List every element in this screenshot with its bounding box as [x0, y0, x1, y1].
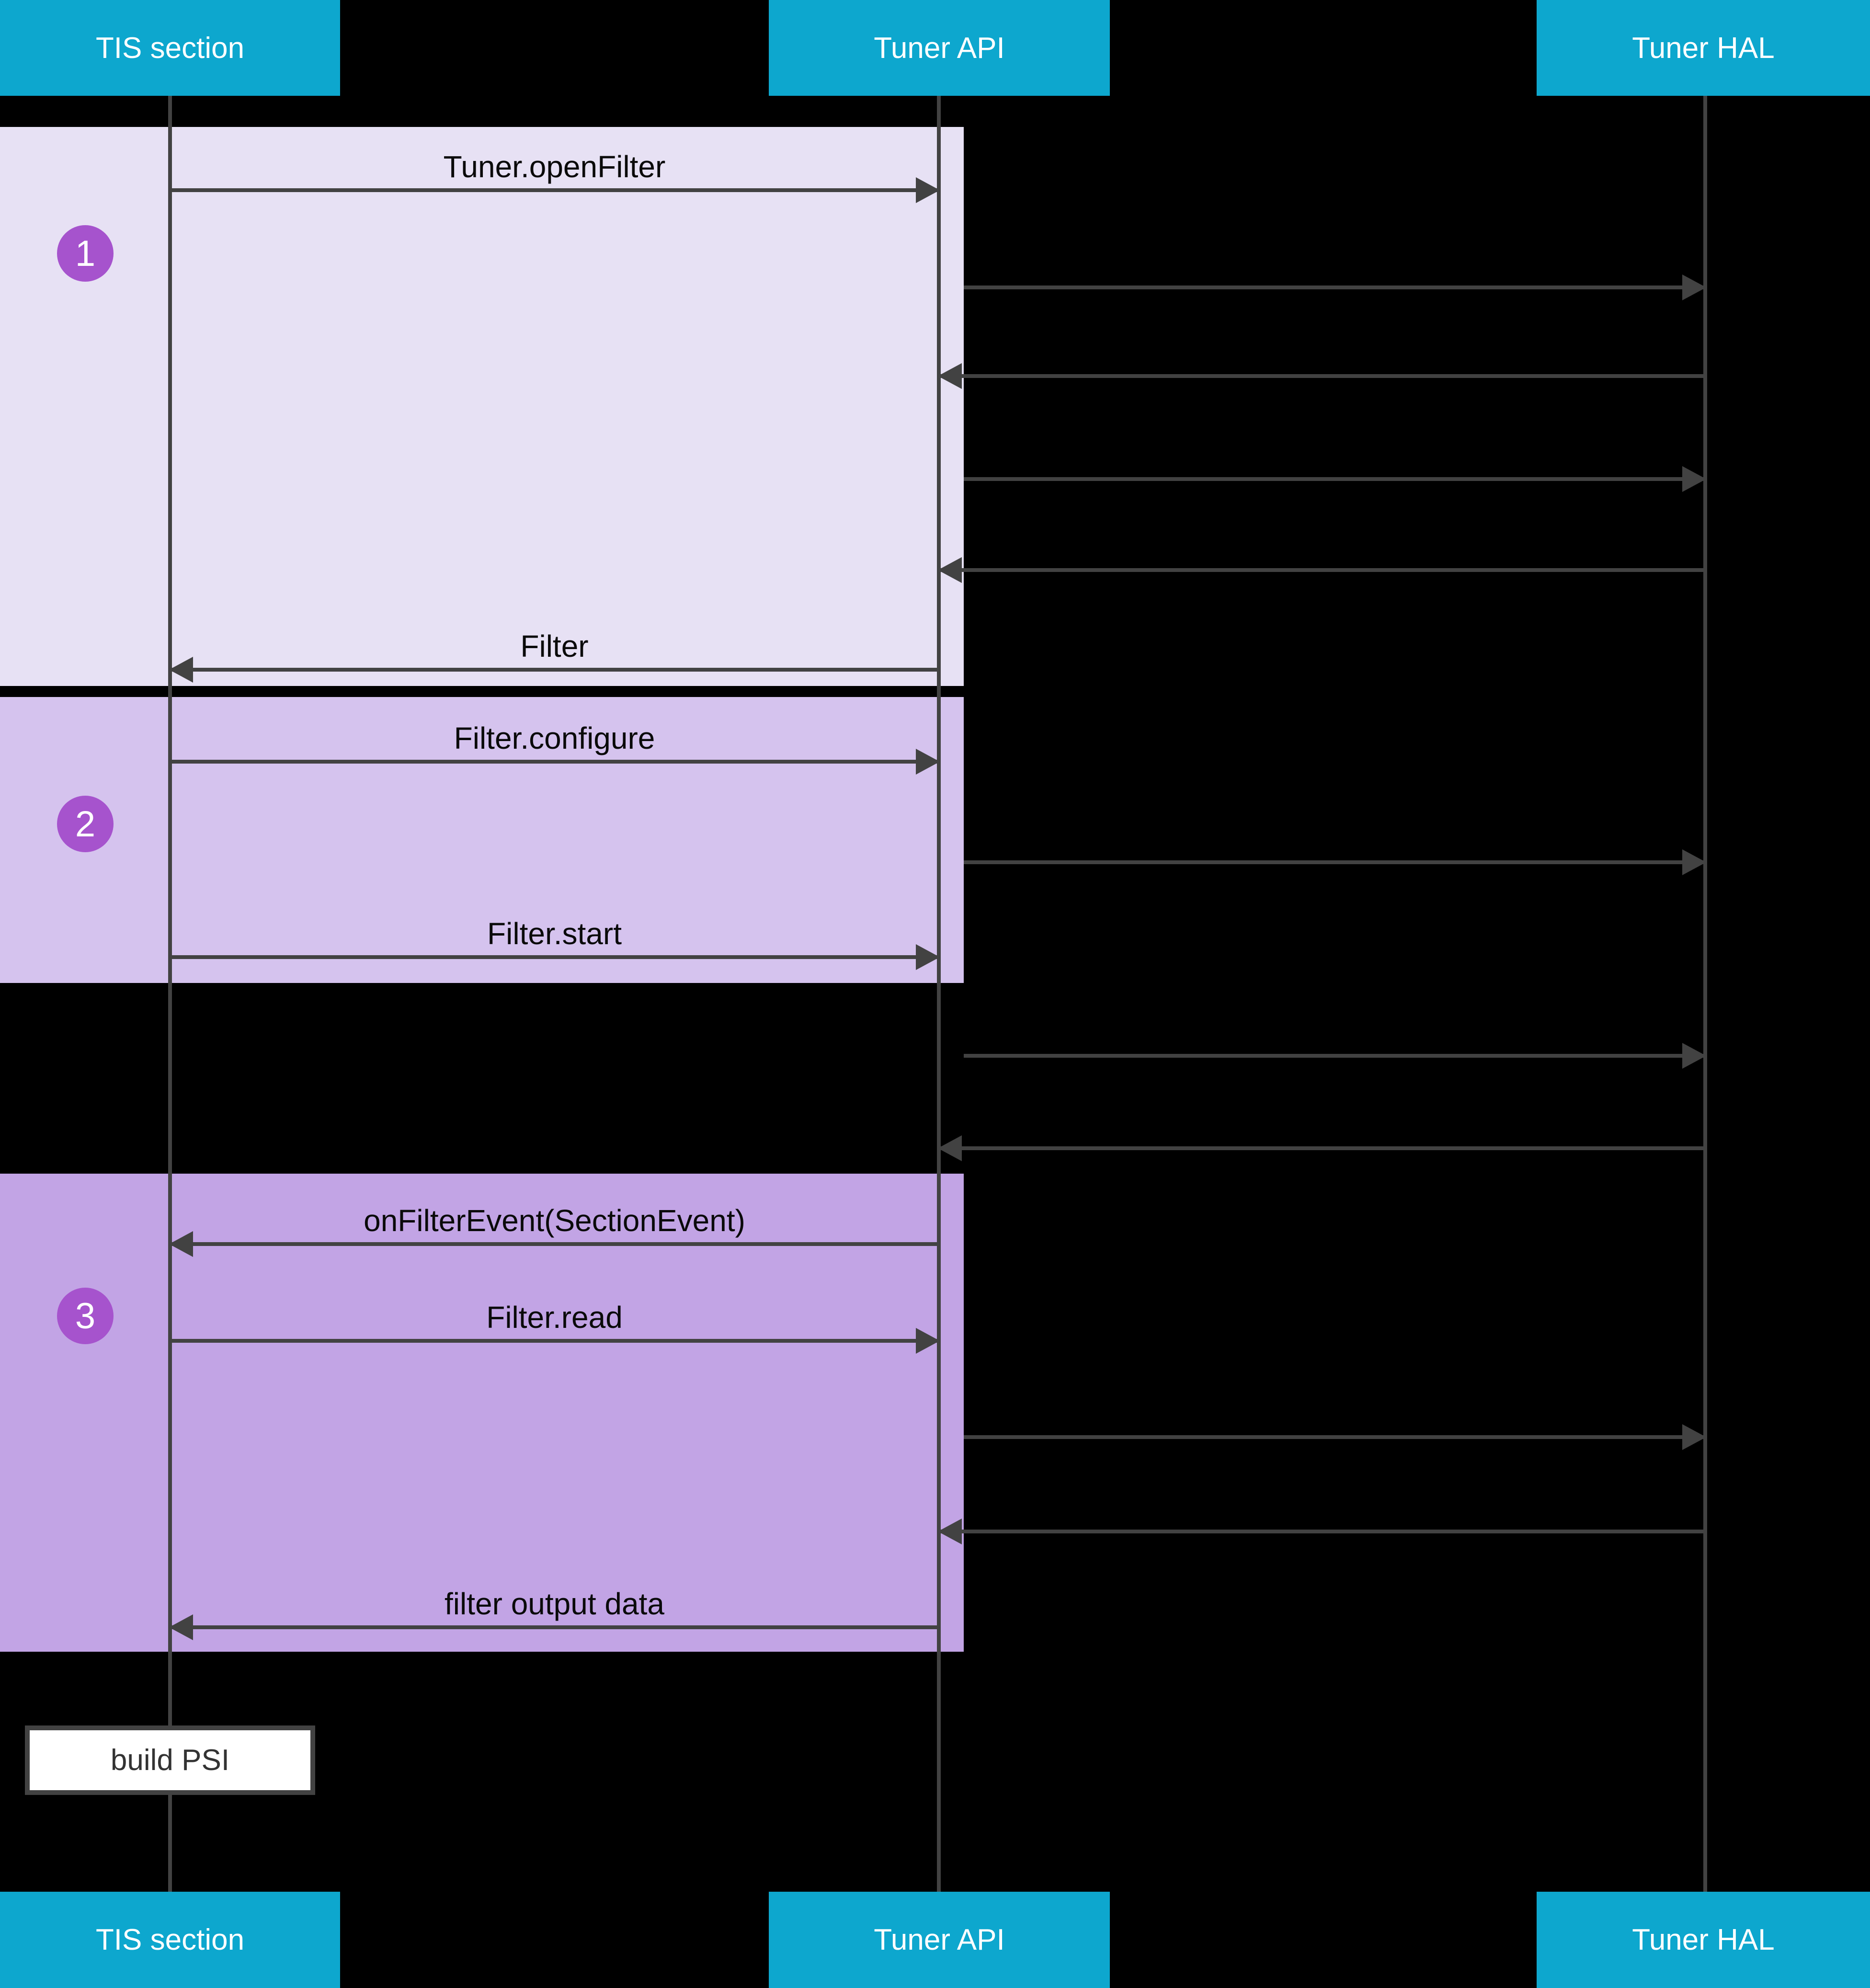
participant-tuner-hal-top: Tuner HAL — [1537, 0, 1870, 96]
step-number: 3 — [75, 1295, 96, 1337]
message-label: Filter — [520, 629, 589, 663]
build-psi-note: build PSI — [25, 1725, 315, 1795]
message-tuner-openfilter: Tuner.openFilter — [170, 149, 940, 203]
arrowhead-right-icon — [916, 1328, 940, 1354]
participant-label: TIS section — [95, 1923, 245, 1956]
arrowhead-left-icon — [169, 1614, 193, 1640]
participant-tis-section-top: TIS section — [0, 0, 340, 96]
message-api-to-hal-2 — [964, 466, 1706, 492]
message-label: filter output data — [445, 1587, 664, 1621]
participant-label: TIS section — [95, 31, 245, 65]
message-api-to-hal-3 — [964, 849, 1706, 875]
step-1-badge: 1 — [57, 225, 114, 282]
arrowhead-left-icon — [938, 1135, 962, 1161]
participant-label: Tuner HAL — [1632, 31, 1775, 65]
note-label: build PSI — [110, 1744, 230, 1777]
step-number: 1 — [75, 233, 96, 274]
arrowhead-right-icon — [1682, 466, 1706, 492]
arrowhead-right-icon — [916, 749, 940, 775]
step-2-band — [0, 697, 964, 983]
arrowhead-right-icon — [1682, 1043, 1706, 1069]
lifeline-tuner-hal — [1703, 96, 1707, 1892]
participant-tuner-api-bottom: Tuner API — [769, 1892, 1110, 1988]
lifeline-tis-section — [168, 96, 172, 1892]
step-1-band — [0, 127, 964, 686]
arrowhead-left-icon — [938, 557, 962, 583]
message-filter-return: Filter — [169, 629, 939, 683]
step-number: 2 — [75, 803, 96, 845]
message-label: onFilterEvent(SectionEvent) — [364, 1203, 745, 1238]
participant-tuner-api-top: Tuner API — [769, 0, 1110, 96]
message-filter-start: Filter.start — [170, 916, 940, 970]
arrowhead-right-icon — [1682, 1424, 1706, 1450]
participant-label: Tuner HAL — [1632, 1923, 1775, 1956]
step-3-band — [0, 1174, 964, 1652]
message-label: Filter.read — [486, 1300, 623, 1335]
arrowhead-left-icon — [938, 1519, 962, 1544]
arrowhead-right-icon — [916, 177, 940, 203]
arrowhead-left-icon — [169, 657, 193, 683]
message-api-to-hal-1 — [964, 274, 1706, 300]
arrowhead-left-icon — [938, 363, 962, 389]
message-filter-configure: Filter.configure — [170, 721, 940, 775]
arrowhead-right-icon — [1682, 849, 1706, 875]
participant-tuner-hal-bottom: Tuner HAL — [1537, 1892, 1870, 1988]
participant-label: Tuner API — [874, 31, 1005, 65]
message-api-to-hal-5 — [964, 1424, 1706, 1450]
message-label: Filter.start — [487, 916, 622, 951]
participant-tis-section-bottom: TIS section — [0, 1892, 340, 1988]
lifeline-tuner-api — [937, 96, 941, 1892]
participant-label: Tuner API — [874, 1923, 1005, 1956]
message-hal-to-api-2 — [938, 557, 1705, 583]
message-label: Filter.configure — [454, 721, 655, 755]
message-hal-to-api-1 — [938, 363, 1705, 389]
message-api-to-hal-4 — [964, 1043, 1706, 1069]
message-hal-to-api-3 — [938, 1135, 1705, 1161]
message-onfilterevent: onFilterEvent(SectionEvent) — [169, 1203, 939, 1257]
message-filter-output-data: filter output data — [169, 1587, 939, 1640]
message-hal-to-api-4 — [938, 1519, 1705, 1544]
arrowhead-right-icon — [916, 944, 940, 970]
step-3-badge: 3 — [57, 1288, 114, 1344]
arrowhead-right-icon — [1682, 274, 1706, 300]
step-2-badge: 2 — [57, 796, 114, 852]
message-filter-read: Filter.read — [170, 1300, 940, 1354]
message-label: Tuner.openFilter — [443, 149, 666, 184]
arrowhead-left-icon — [169, 1231, 193, 1257]
